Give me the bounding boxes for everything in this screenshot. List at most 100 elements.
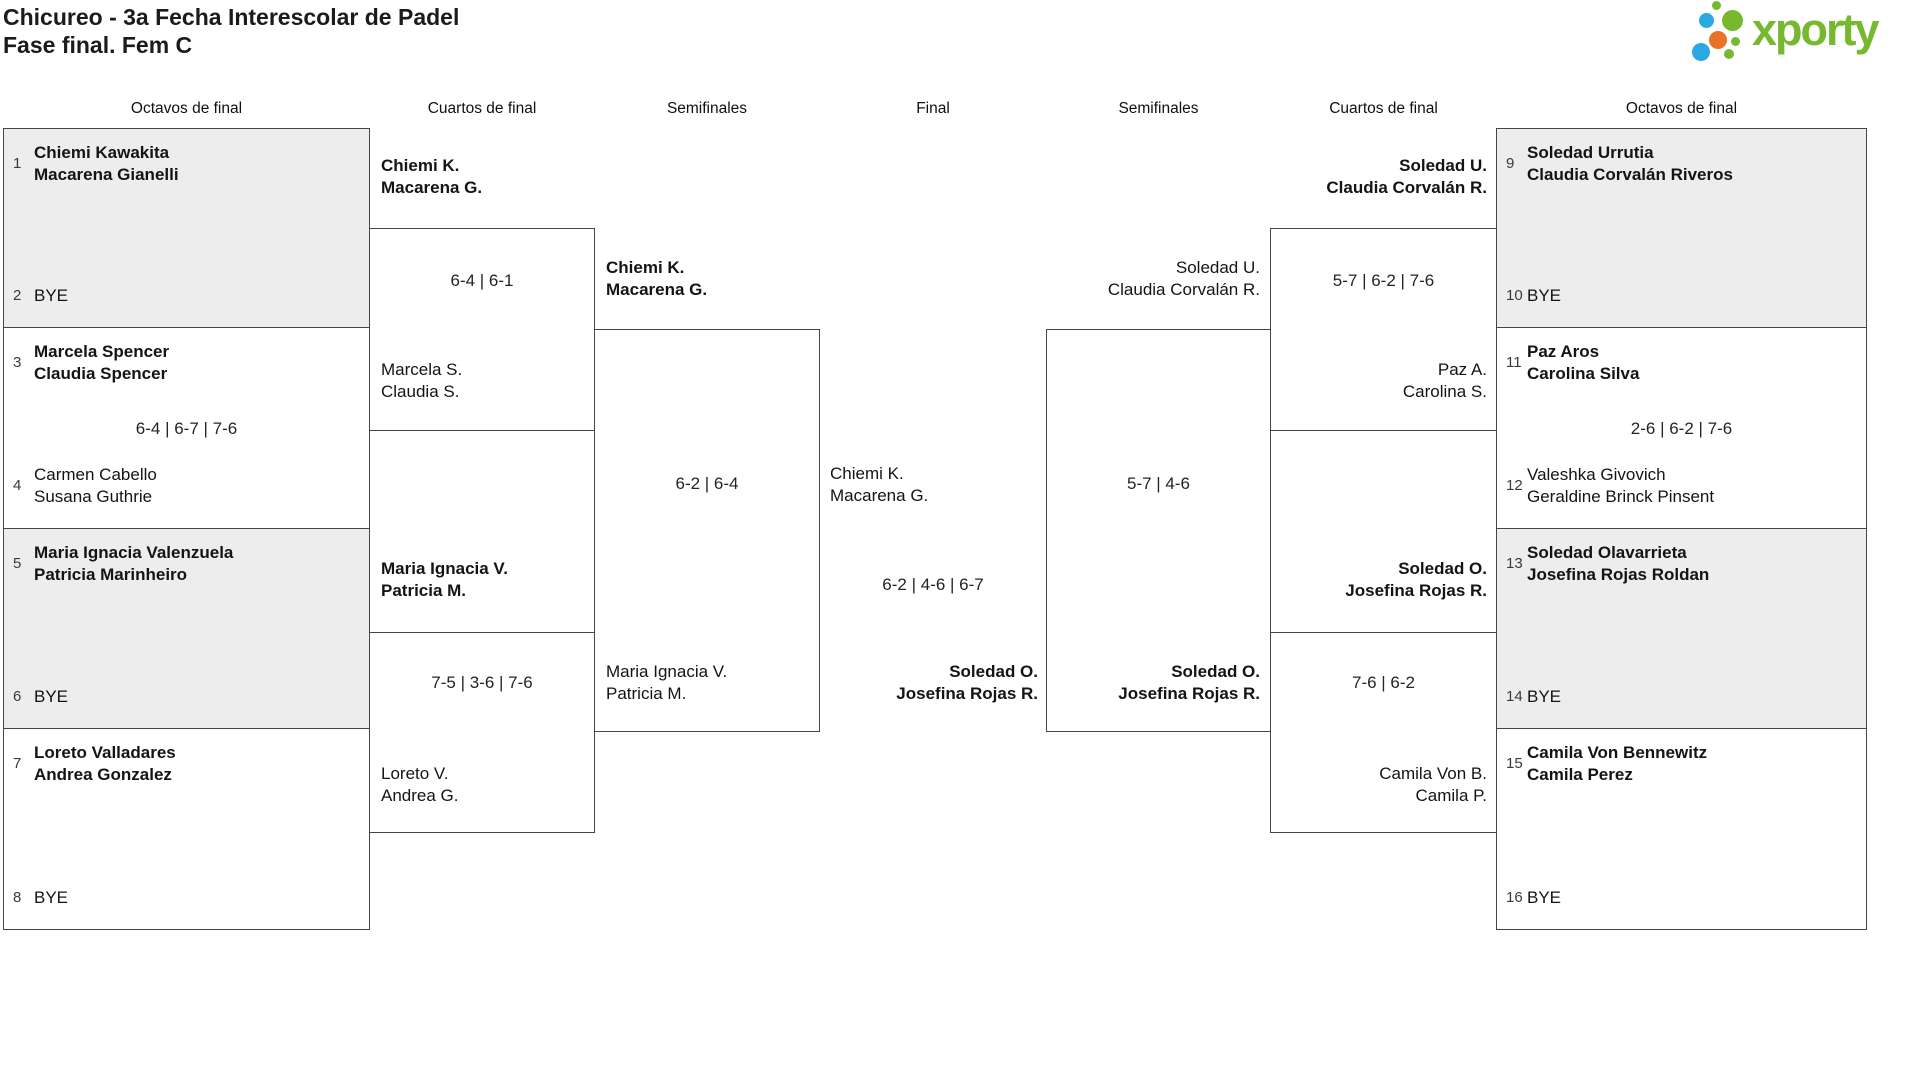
- team-slot: 14 BYE: [1506, 686, 1858, 708]
- page-title-block: Chicureo - 3a Fecha Interescolar de Pade…: [3, 3, 459, 59]
- seed-number: 15: [1506, 755, 1523, 772]
- round-header-cuartos-left: Cuartos de final: [427, 100, 537, 117]
- team-slot: 2 BYE: [13, 285, 361, 307]
- round-header-semis-left: Semifinales: [666, 100, 748, 117]
- xporty-logo[interactable]: [1690, 0, 1920, 70]
- qf3-team-top: Soledad U.Claudia Corvalán R.: [1326, 156, 1487, 197]
- seed-number: 13: [1506, 555, 1523, 572]
- round-header-semis-right: Semifinales: [1118, 100, 1199, 117]
- sf2-team-bottom: Soledad O.Josefina Rojas R.: [1118, 662, 1260, 703]
- qf3-score: 5-7 | 6-2 | 7-6: [1332, 271, 1435, 290]
- seed-number: 9: [1506, 155, 1515, 172]
- final-score: 6-2 | 4-6 | 6-7: [882, 575, 984, 594]
- qf1-score: 6-4 | 6-1: [450, 271, 514, 290]
- team-name: BYE: [34, 285, 69, 305]
- seed-number: 7: [13, 755, 22, 772]
- page-subtitle: Fase final. Fem C: [3, 32, 193, 58]
- logo-dot-blue-large: [1692, 43, 1710, 61]
- qf-match-2-box: [369, 632, 595, 833]
- seed-number: 6: [13, 687, 22, 705]
- qf1-team-top: Chiemi K.Macarena G.: [381, 156, 483, 197]
- match-score: 2-6 | 6-2 | 7-6: [1630, 418, 1733, 438]
- qf1-team-bottom: Marcela S.Claudia S.: [381, 360, 463, 401]
- seed-number: 11: [1506, 354, 1522, 371]
- sf-match-1-box: [594, 329, 820, 732]
- team-name: BYE: [34, 686, 69, 706]
- final-team-left: Chiemi K.Macarena G.: [830, 464, 929, 505]
- round-header-octavos-right: Octavos de final: [1625, 100, 1738, 117]
- logo-dot-orange: [1709, 31, 1727, 49]
- sf2-score: 5-7 | 4-6: [1126, 474, 1190, 493]
- logo-dot-green-small-right: [1731, 37, 1740, 46]
- qf4-score: 7-6 | 6-2: [1351, 673, 1415, 692]
- team-slot: 10 BYE: [1506, 285, 1858, 307]
- sf-match-2-box: [1046, 329, 1271, 732]
- seed-number: 4: [13, 477, 22, 494]
- qf3-team-bottom: Paz A.Carolina S.: [1402, 360, 1487, 401]
- team-slot: 16 BYE: [1506, 887, 1858, 909]
- logo-dot-green-large: [1722, 10, 1743, 31]
- seed-number: 14: [1506, 687, 1523, 705]
- final-team-right: Soledad O.Josefina Rojas R.: [896, 662, 1038, 703]
- qf4-team-bottom: Camila Von B.Camila P.: [1379, 764, 1487, 805]
- sf1-team-top: Chiemi K.Macarena G.: [606, 258, 708, 299]
- round-header-octavos-left: Octavos de final: [130, 100, 243, 117]
- logo-dot-green-tiny-top: [1712, 1, 1721, 10]
- team-name: BYE: [1527, 285, 1562, 305]
- seed-number: 16: [1506, 888, 1523, 906]
- sf2-team-top: Soledad U.Claudia Corvalán R.: [1107, 258, 1260, 299]
- logo-dot-blue-small: [1699, 13, 1714, 28]
- team-name: BYE: [1527, 887, 1562, 907]
- logo-wordmark[interactable]: xporty: [1752, 4, 1880, 55]
- seed-number: 2: [13, 286, 22, 304]
- match-score: 6-4 | 6-7 | 7-6: [135, 418, 238, 438]
- qf2-team-top: Maria Ignacia V.Patricia M.: [381, 559, 508, 600]
- qf4-team-top: Soledad O.Josefina Rojas R.: [1345, 559, 1487, 600]
- seed-number: 8: [13, 888, 22, 906]
- team-name: BYE: [1527, 686, 1562, 706]
- logo-dot-green-tiny-bottom: [1724, 49, 1734, 59]
- round-header-cuartos-right: Cuartos de final: [1329, 100, 1438, 117]
- seed-number: 1: [13, 155, 22, 172]
- qf2-score: 7-5 | 3-6 | 7-6: [431, 673, 533, 692]
- seed-number: 10: [1506, 286, 1523, 304]
- sf1-team-bottom: Maria Ignacia V.Patricia M.: [606, 662, 728, 703]
- team-name: BYE: [34, 887, 69, 907]
- seed-number: 3: [13, 354, 22, 371]
- seed-number: 5: [13, 555, 22, 572]
- qf2-team-bottom: Loreto V.Andrea G.: [381, 764, 459, 805]
- page-title: Chicureo - 3a Fecha Interescolar de Pade…: [3, 4, 460, 30]
- team-slot: 6 BYE: [13, 686, 361, 708]
- qf-match-4-box: [1270, 632, 1497, 833]
- round-header-final: Final: [916, 100, 950, 117]
